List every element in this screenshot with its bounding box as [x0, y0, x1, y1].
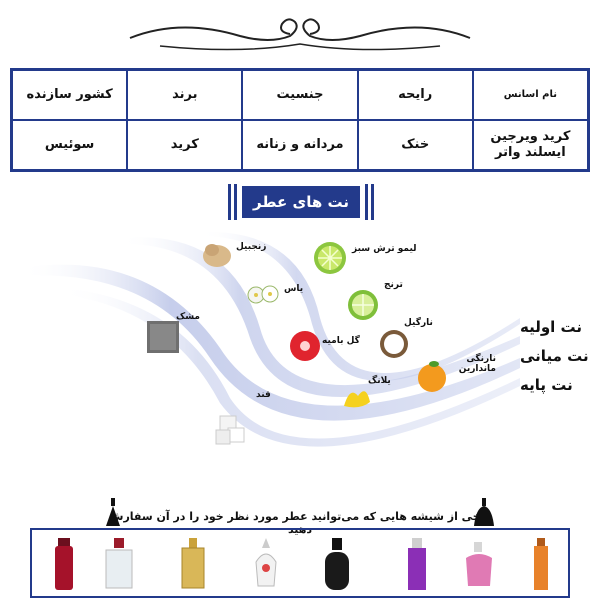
- header-scent: رایحه: [357, 70, 473, 120]
- value-brand: کرید: [127, 120, 243, 170]
- banner-bar-right-inner: [365, 184, 368, 220]
- ylang-icon: [344, 391, 370, 408]
- value-scent: خنک: [357, 120, 473, 170]
- bottle-purple-icon[interactable]: [406, 538, 428, 590]
- note-sugar: قند: [256, 390, 271, 400]
- bottle-pink-icon[interactable]: [464, 538, 494, 590]
- note-lime: لیمو ترش سبز: [352, 244, 417, 254]
- header-country: کشور سازنده: [12, 70, 128, 120]
- bottle-red-cylinder-icon[interactable]: [54, 538, 74, 590]
- note-ylang: یلانگ: [368, 376, 391, 386]
- mandarin-icon: [418, 361, 446, 392]
- bottle-gold-icon[interactable]: [180, 538, 206, 590]
- header-gender: جنسیت: [242, 70, 358, 120]
- tier-base: نت پایه: [520, 376, 573, 394]
- ornament-divider: [129, 18, 471, 51]
- notes-banner: نت های عطر: [228, 184, 374, 220]
- lime-icon: [314, 242, 346, 274]
- musk-icon: [147, 321, 179, 353]
- banner-bar-left: [228, 184, 231, 220]
- note-musk: مشک: [176, 312, 200, 322]
- value-country: سوئیس: [12, 120, 128, 170]
- hibiscus-icon: [290, 331, 320, 361]
- note-jasmine: یاس: [284, 284, 304, 294]
- banner-bar-left-inner: [234, 184, 237, 220]
- sugar-icon: [215, 415, 245, 445]
- value-essence-name: کرید ویرجین ایسلند واتر: [472, 120, 588, 170]
- ginger-icon: [203, 244, 231, 267]
- coconut-icon: [380, 330, 408, 358]
- bottle-orange-icon[interactable]: [532, 538, 550, 590]
- bottle-black-icon[interactable]: [324, 538, 350, 590]
- flask-icon-right: [474, 498, 494, 526]
- bottle-crystal-icon[interactable]: [252, 538, 280, 590]
- bottle-gallery: [30, 528, 570, 598]
- tier-top: نت اولیه: [520, 318, 583, 336]
- note-mandarin: نارنگی ماندارین: [458, 354, 496, 374]
- bottle-clear-square-icon[interactable]: [104, 538, 134, 590]
- tier-middle: نت میانی: [520, 347, 589, 365]
- info-table: کشور سازنده برند جنسیت رایحه نام اسانس س…: [10, 68, 590, 172]
- bergamot-icon: [348, 290, 378, 320]
- header-essence-name: نام اسانس: [472, 70, 588, 120]
- banner-bar-right: [371, 184, 374, 220]
- note-hibiscus: گل بامیه: [322, 336, 360, 346]
- header-brand: برند: [127, 70, 243, 120]
- note-ginger: زنجبیل: [236, 242, 267, 252]
- banner-title: نت های عطر: [242, 186, 360, 218]
- swoosh-waves: [20, 231, 520, 447]
- jasmine-icon: [247, 285, 279, 304]
- note-bergamot: ترنج: [384, 280, 403, 290]
- value-gender: مردانه و زنانه: [242, 120, 358, 170]
- flask-icon-left: [106, 498, 120, 526]
- note-coconut: نارگیل: [404, 318, 433, 328]
